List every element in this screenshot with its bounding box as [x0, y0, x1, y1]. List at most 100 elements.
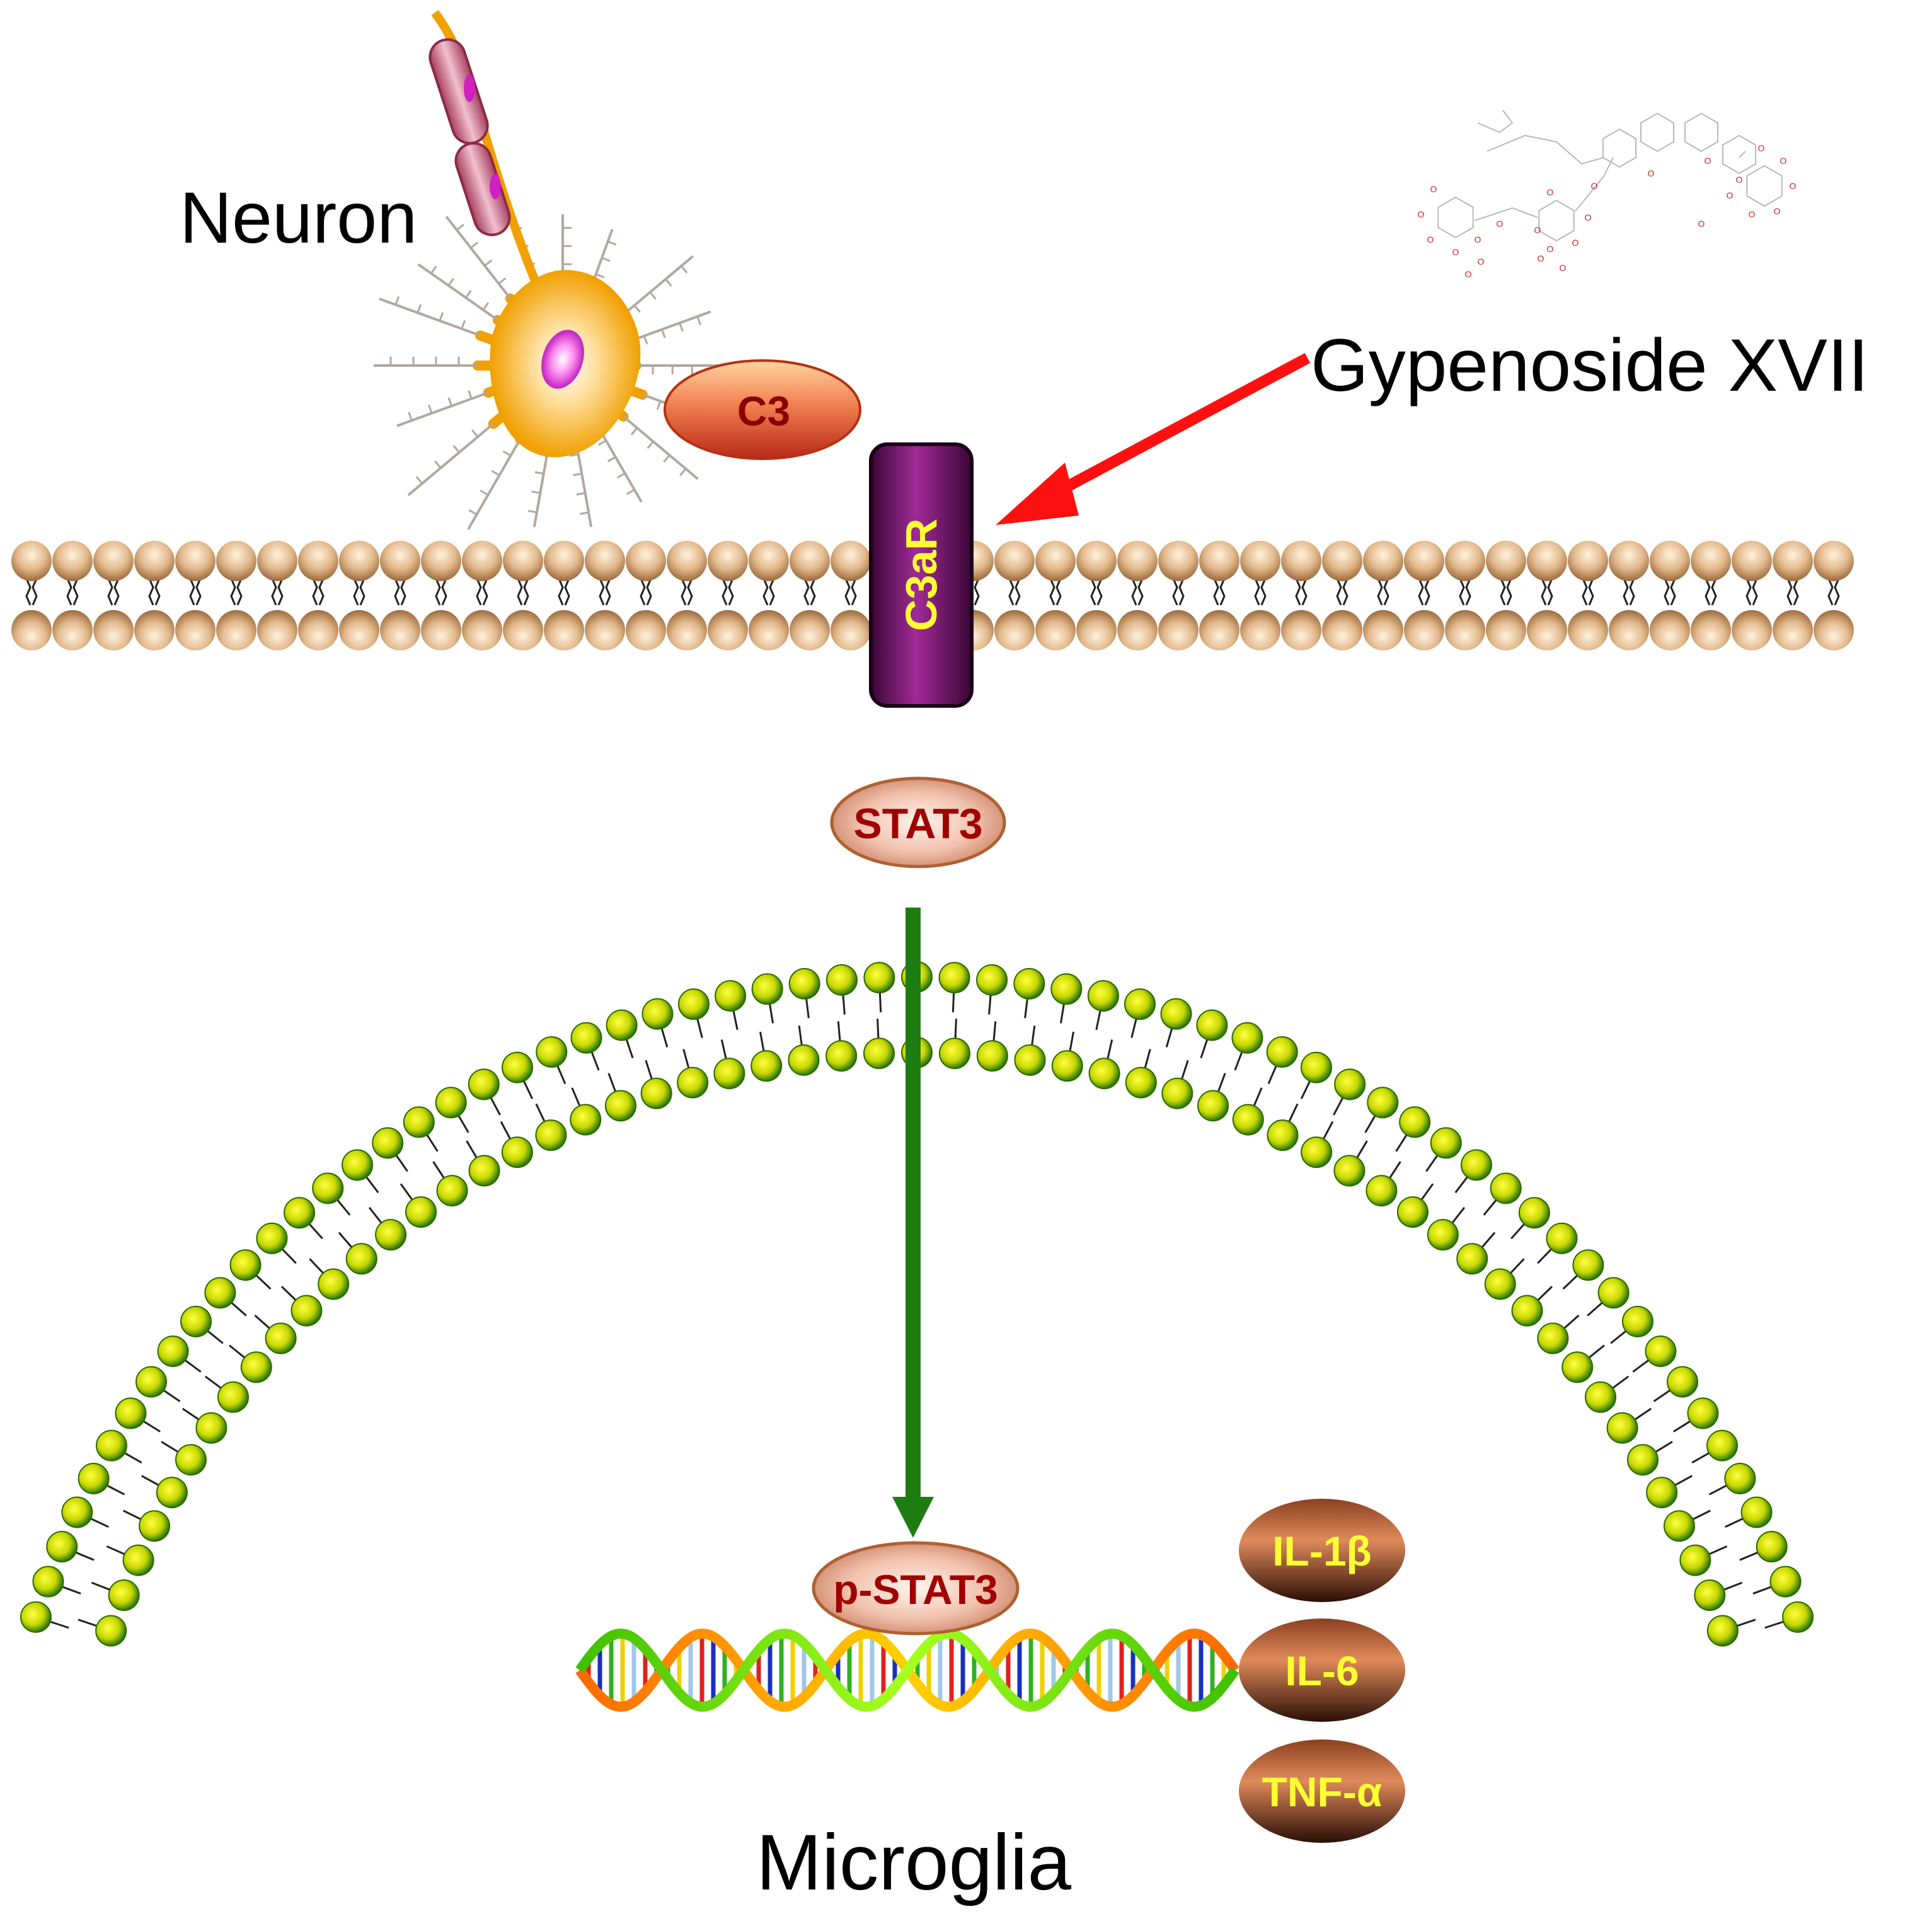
lipid-head [345, 1243, 377, 1275]
lipid-tails [1459, 578, 1471, 606]
lipid-tails [312, 578, 325, 606]
lipid-head [585, 541, 625, 581]
lipid-tails [1131, 578, 1144, 606]
dendritic-spine [468, 390, 473, 400]
lipid-head [1366, 1175, 1398, 1207]
lipid-head [257, 610, 297, 650]
lipid-tails [1213, 578, 1226, 606]
lipid-head [1161, 1077, 1193, 1109]
lipid-head [108, 1579, 140, 1612]
lipid-tails [722, 578, 734, 606]
dendritic-spine [502, 450, 512, 457]
lipid-tails [1745, 578, 1758, 606]
lipid-head [380, 541, 420, 581]
lipid-head [375, 1219, 407, 1251]
lipid-head [1527, 541, 1567, 581]
lipid-head [1460, 1149, 1492, 1181]
lipid-head [1773, 541, 1813, 581]
lipid-head [1199, 541, 1239, 581]
cytokine-label: IL-1β [1272, 1528, 1372, 1574]
dendritic-spine [607, 240, 617, 246]
lipid-head [256, 1222, 288, 1254]
lipid-head [339, 541, 379, 581]
lipid-head [677, 988, 710, 1020]
lipid-tails [1664, 578, 1676, 606]
oxygen-atom: O [1497, 219, 1504, 229]
oxygen-atom: O [1705, 156, 1711, 166]
lipid-head [284, 1197, 316, 1229]
dendritic-spine [573, 473, 582, 476]
lipid-tails [640, 578, 652, 606]
lipid-tails [681, 578, 693, 606]
dendritic-spine [484, 259, 493, 267]
lipid-head [1679, 1544, 1711, 1576]
lipid-head [95, 1615, 127, 1647]
lipid-head [436, 1175, 468, 1207]
dendrite-branch [396, 391, 489, 427]
lipid-tails [394, 578, 406, 606]
lipid-head [994, 610, 1035, 650]
lipid-head [405, 1196, 437, 1228]
lipid-head [1511, 1295, 1543, 1327]
dendritic-spine [643, 335, 648, 345]
lipid-head [1363, 610, 1403, 650]
ring-bond [1684, 112, 1718, 153]
dendritic-spine [439, 312, 444, 321]
lipid-head [1300, 1051, 1332, 1083]
lipid-head [544, 541, 584, 581]
activation-arrow [892, 908, 934, 1538]
lipid-head [1490, 1172, 1522, 1204]
dendritic-spine [427, 404, 433, 414]
lipid-head [938, 962, 970, 994]
lipid-head [1546, 1222, 1578, 1254]
lipid-head [994, 541, 1035, 581]
neuron-nucleus [541, 330, 584, 389]
dendritic-spine [465, 290, 472, 299]
lipid-head [1740, 1496, 1773, 1528]
lipid-head [1597, 1277, 1630, 1309]
lipid-head [1518, 1197, 1550, 1229]
dendritic-spine [470, 241, 479, 249]
stat3-protein: STAT3 [830, 776, 1006, 868]
lipid-head [1240, 610, 1280, 650]
lipid-tails [599, 578, 611, 606]
lipid-head [1572, 1249, 1604, 1281]
lipid-head [257, 541, 297, 581]
lipid-head [1117, 610, 1158, 650]
dendrite-branch [620, 255, 694, 318]
lipid-head [20, 1601, 52, 1633]
cytokine: IL-6 [1239, 1618, 1405, 1722]
lipid-head [1645, 1335, 1677, 1367]
lipid-head [708, 610, 748, 650]
lipid-tails [1090, 578, 1103, 606]
lipid-head [1404, 610, 1444, 650]
lipid-head [938, 1037, 970, 1070]
lipid-tails [1377, 578, 1389, 606]
lipid-head [52, 541, 93, 581]
lipid-head [626, 541, 666, 581]
lipid-head [290, 1295, 323, 1327]
lipid-head [1732, 610, 1772, 650]
lipid-head [1396, 1196, 1429, 1228]
lipid-head [1333, 1155, 1366, 1187]
lipid-head [175, 541, 216, 581]
lipid-head [11, 610, 52, 650]
oxygen-atom: O [1698, 219, 1705, 229]
lipid-head [749, 610, 789, 650]
oxygen-atom: O [1591, 181, 1598, 191]
dendritic-spine [633, 304, 641, 313]
lipid-head [1035, 610, 1076, 650]
lipid-head [1732, 541, 1772, 581]
lipid-head [502, 1051, 534, 1083]
lipid-head [606, 1009, 638, 1041]
dendritic-spine [531, 490, 541, 494]
lipid-tails [1049, 578, 1062, 606]
oxygen-atom: O [1648, 168, 1655, 178]
lipid-head [863, 962, 895, 994]
lipid-head [640, 1077, 672, 1109]
lipid-tails [1541, 578, 1553, 606]
lipid-head [1609, 610, 1649, 650]
dendritic-spine [452, 445, 460, 453]
lipid-head [462, 610, 502, 650]
dendritic-spine [480, 489, 489, 496]
